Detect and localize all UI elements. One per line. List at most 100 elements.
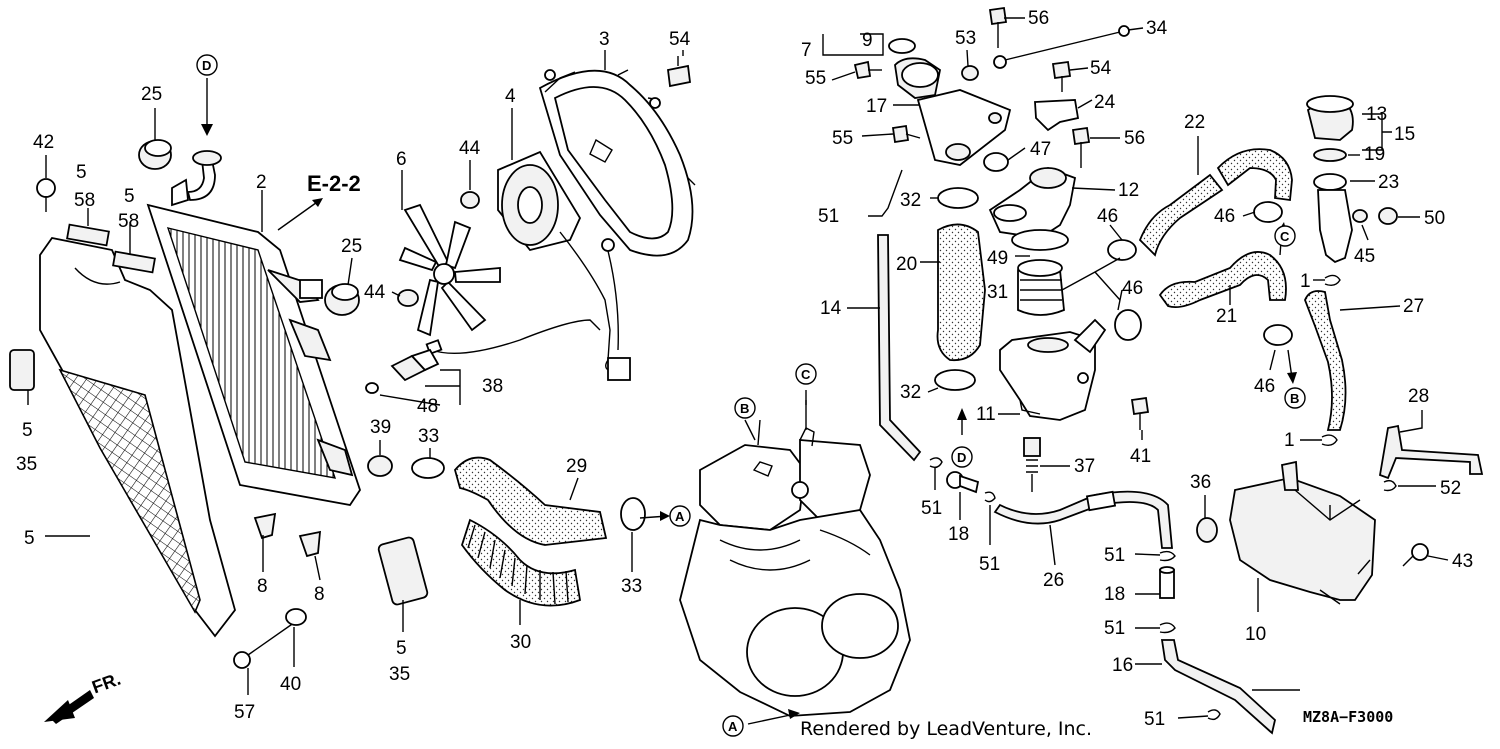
callout-label: 9 <box>862 30 873 51</box>
callout-label: 22 <box>1184 112 1205 133</box>
hose-29 <box>454 456 608 546</box>
fan-blade <box>398 203 501 337</box>
rubber-36 <box>1196 517 1218 543</box>
callout-label: 11 <box>976 404 996 425</box>
bolt-55a <box>853 60 882 80</box>
bolt-54b <box>1051 60 1072 92</box>
callout-label: 17 <box>866 96 887 117</box>
connector-label: D <box>957 450 966 465</box>
callout-label: 42 <box>33 132 54 153</box>
clip-1b <box>1321 434 1338 447</box>
grommet-top <box>192 150 222 166</box>
rubber-39 <box>367 455 393 477</box>
connector-markers: D B C A A D C B <box>196 54 1306 737</box>
water-pump-cover-11 <box>999 318 1107 421</box>
callout-label: 56 <box>1124 128 1145 149</box>
thermo-switch <box>365 348 440 394</box>
bracket-24 <box>1034 99 1080 132</box>
bolt-57 <box>233 619 299 669</box>
callout-label: 44 <box>459 138 481 159</box>
collar-8a <box>253 512 277 540</box>
callout-label: 16 <box>1112 655 1133 676</box>
callout-label: 57 <box>234 702 255 723</box>
rubber-pad-5-left <box>9 349 35 391</box>
callout-label: 52 <box>1440 478 1461 499</box>
bolt-56a <box>988 6 1008 48</box>
clip-51f <box>1207 709 1221 721</box>
callout-label: 41 <box>1130 446 1151 467</box>
callout-label: 37 <box>1074 456 1095 477</box>
clamp-46d <box>1263 324 1293 346</box>
callout-label: 33 <box>621 576 642 597</box>
callout-label: 8 <box>314 584 325 605</box>
seal-58a <box>66 223 110 247</box>
callout-label: 18 <box>1104 584 1125 605</box>
drawing-code: MZ8A−F3000 <box>1303 708 1394 726</box>
callout-label: 51 <box>818 206 839 227</box>
hose-21 <box>1158 251 1287 309</box>
callout-label: 7 <box>801 40 812 61</box>
radiator <box>146 178 361 506</box>
hose-14 <box>877 234 922 462</box>
callout-label: 51 <box>921 498 942 519</box>
callout-label: 54 <box>669 29 691 50</box>
fan-wire <box>431 319 601 354</box>
callout-label: 5 <box>124 186 135 207</box>
callout-label: 32 <box>900 190 921 211</box>
reservoir-outlet <box>1281 460 1299 491</box>
callout-label: 51 <box>1104 545 1125 566</box>
callout-label: 31 <box>987 282 1008 303</box>
bolt-55b <box>891 124 921 144</box>
credit-line: Rendered by LeadVenture, Inc. <box>800 718 1093 740</box>
callout-label: 25 <box>341 236 362 257</box>
callout-label: 46 <box>1254 376 1275 397</box>
clip-1a <box>1324 274 1341 287</box>
connector-label: A <box>728 719 738 734</box>
callout-label: 40 <box>280 674 301 695</box>
reservoir-tank-10 <box>1229 477 1376 601</box>
callout-label: 3 <box>599 29 610 50</box>
callout-label: 51 <box>979 554 1000 575</box>
hose-27 <box>1304 290 1347 431</box>
callout-label: 55 <box>832 128 853 149</box>
callout-label: 49 <box>987 248 1008 269</box>
callout-label: 33 <box>418 426 439 447</box>
o-ring-47 <box>983 152 1009 172</box>
nut-44a <box>397 289 419 307</box>
filler-neck-23 <box>1313 173 1353 264</box>
thermostat-case-12 <box>988 166 1077 239</box>
callout-label: 50 <box>1424 208 1445 229</box>
callout-label: 6 <box>396 149 407 170</box>
hose-30 <box>461 518 582 607</box>
clip-51e <box>1159 622 1176 634</box>
section-reference: E-2-2 <box>307 171 361 196</box>
callout-label: 21 <box>1216 306 1237 327</box>
connector-label: B <box>1290 391 1299 406</box>
callout-label: 46 <box>1214 206 1235 227</box>
joint-17 <box>916 89 1012 166</box>
callout-label: 58 <box>118 211 139 232</box>
gasket-19 <box>1313 148 1347 162</box>
reservoir-cap-13 <box>1306 95 1354 141</box>
leader-lines <box>27 17 1449 719</box>
callout-label: 53 <box>955 28 976 49</box>
reservoir-tank-detail <box>1319 505 1371 605</box>
clip-51b <box>929 457 943 469</box>
clip-51c <box>984 491 996 503</box>
callout-label: 18 <box>948 524 969 545</box>
hose-16 <box>1160 639 1276 735</box>
ground-wire-34 <box>993 25 1130 69</box>
connector-label: A <box>675 509 685 524</box>
connector-label: B <box>740 401 749 416</box>
washer-40 <box>285 608 307 626</box>
bolt-56b <box>1071 126 1091 168</box>
callout-label: 29 <box>566 456 587 477</box>
callout-label: 5 <box>396 638 407 659</box>
thermostat-31 <box>1017 259 1065 316</box>
seal-58b <box>112 250 156 274</box>
callout-label: 20 <box>896 254 917 275</box>
callout-label: 1 <box>1284 430 1295 451</box>
callout-label: 46 <box>1097 206 1118 227</box>
callout-label: 58 <box>74 190 95 211</box>
callout-label: 5 <box>22 420 33 441</box>
